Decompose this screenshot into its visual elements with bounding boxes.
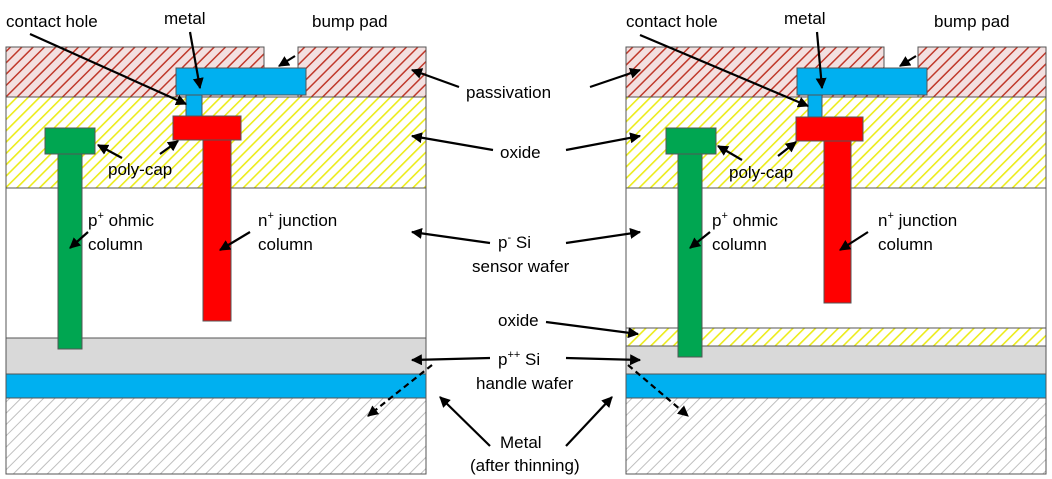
label-oxide-top: oxide bbox=[500, 143, 541, 162]
label-n-junction-right-2: column bbox=[878, 235, 933, 254]
label-contact-hole-left: contact hole bbox=[6, 12, 98, 31]
label-p-ohmic-right-2: column bbox=[712, 235, 767, 254]
right-bump-pad bbox=[796, 67, 928, 96]
right-poly-cap-p bbox=[665, 127, 717, 155]
left-backside-metal bbox=[5, 373, 427, 399]
right-structure bbox=[625, 46, 1047, 475]
left-thinned-region bbox=[5, 397, 427, 475]
right-poly-cap-n bbox=[795, 116, 864, 142]
left-poly-cap-p bbox=[44, 127, 96, 155]
label-n-junction-right: n+ junction bbox=[878, 210, 957, 230]
right-thinned-region bbox=[625, 397, 1047, 475]
label-p-pp-si: p++ Si bbox=[498, 349, 540, 369]
label-p-ohmic-left-2: column bbox=[88, 235, 143, 254]
label-oxide-mid: oxide bbox=[498, 311, 539, 330]
label-n-junction-left-2: column bbox=[258, 235, 313, 254]
label-handle-wafer: handle wafer bbox=[476, 374, 574, 393]
left-structure bbox=[5, 46, 427, 475]
left-passivation-b bbox=[297, 46, 427, 98]
label-bump-pad-right: bump pad bbox=[934, 12, 1010, 31]
left-bump-pad bbox=[175, 67, 307, 96]
labels: contact hole metal bump pad contact hole… bbox=[6, 9, 1010, 475]
label-metal-thinning-2: (after thinning) bbox=[470, 456, 580, 475]
label-p-ohmic-right: p+ ohmic bbox=[712, 210, 778, 230]
left-poly-cap-n bbox=[172, 115, 242, 141]
right-p-ohmic-column bbox=[677, 153, 703, 358]
label-p-si: p- Si bbox=[498, 232, 531, 252]
right-passivation-b bbox=[917, 46, 1047, 98]
label-metal-left: metal bbox=[164, 9, 206, 28]
label-poly-cap-left: poly-cap bbox=[108, 160, 172, 179]
right-backside-metal bbox=[625, 373, 1047, 399]
right-n-junction-column bbox=[823, 140, 852, 304]
label-bump-pad-left: bump pad bbox=[312, 12, 388, 31]
label-p-ohmic-left: p+ ohmic bbox=[88, 210, 154, 230]
right-contact-via bbox=[807, 94, 823, 118]
left-contact-via bbox=[185, 94, 203, 118]
annotation-arrows bbox=[29, 31, 917, 447]
left-n-junction-column bbox=[202, 139, 232, 322]
label-contact-hole-right: contact hole bbox=[626, 12, 718, 31]
left-p-ohmic-column bbox=[57, 153, 83, 350]
label-metal-right: metal bbox=[784, 9, 826, 28]
label-sensor-wafer: sensor wafer bbox=[472, 257, 570, 276]
label-n-junction-left: n+ junction bbox=[258, 210, 337, 230]
label-poly-cap-right: poly-cap bbox=[729, 163, 793, 182]
label-passivation: passivation bbox=[466, 83, 551, 102]
label-metal-thinning-1: Metal bbox=[500, 433, 542, 452]
